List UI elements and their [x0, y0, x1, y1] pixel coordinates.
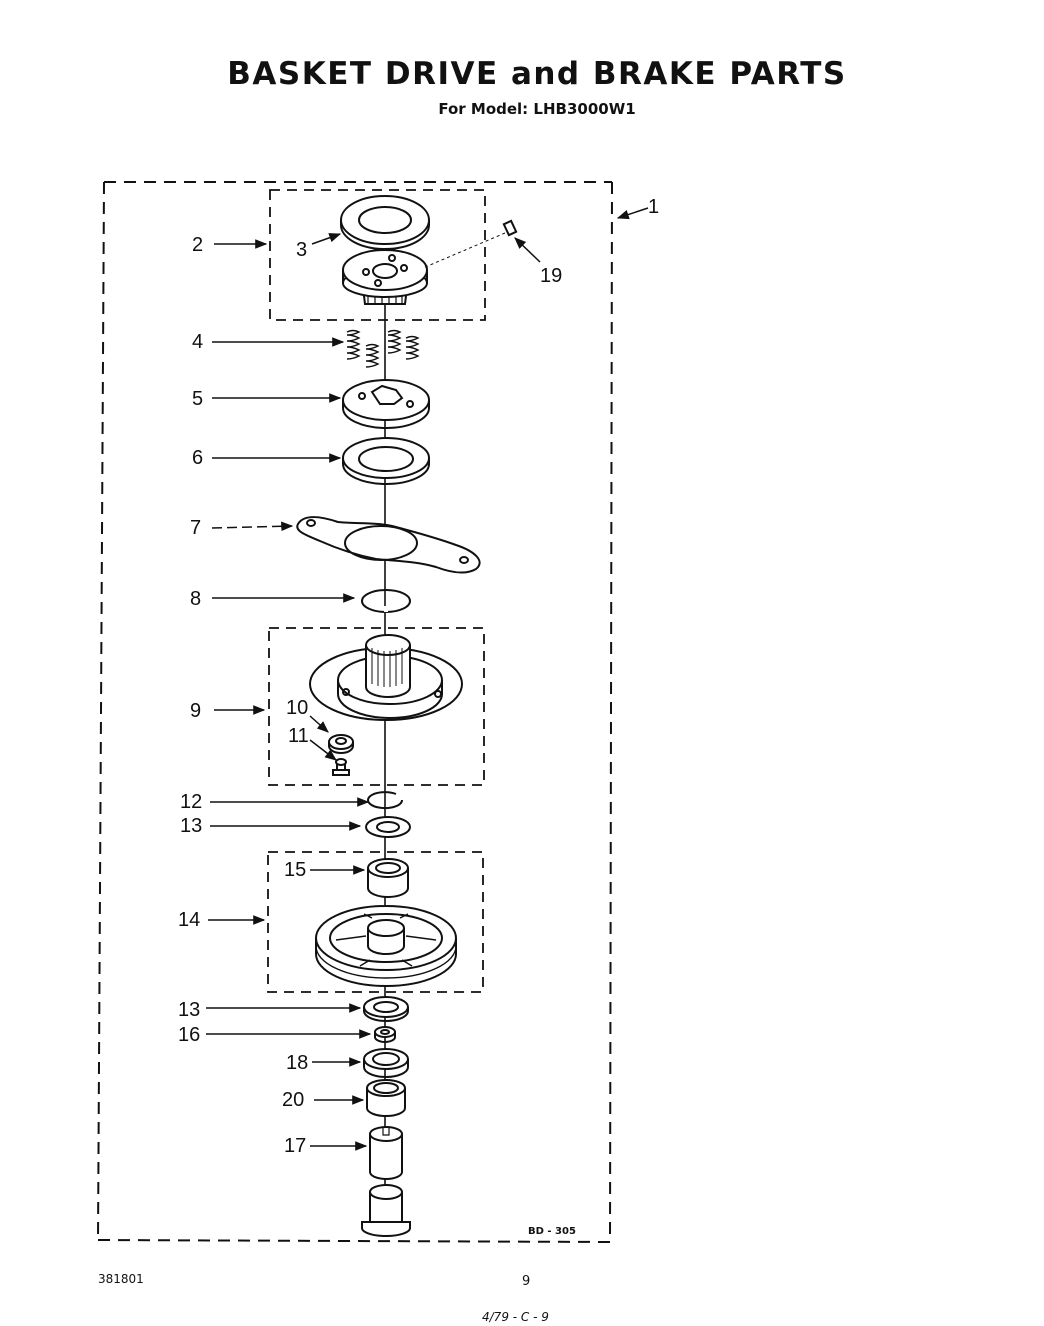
sub-assembly-box-2	[269, 189, 486, 321]
part-17-sleeve	[369, 1126, 403, 1180]
label-14: 14	[178, 909, 201, 931]
leader-3	[311, 233, 342, 245]
label-6: 6	[192, 447, 204, 469]
page-title: BASKET DRIVE and BRAKE PARTS	[227, 56, 847, 92]
part-15-bearing	[367, 858, 409, 898]
part-7-bracket	[296, 516, 481, 574]
assembly-frame	[97, 181, 613, 1243]
leader-1	[616, 207, 649, 220]
part-11-screw	[332, 758, 350, 776]
label-13-upper: 13	[180, 815, 203, 837]
label-7: 7	[190, 517, 202, 539]
part-9-brake-drum	[309, 634, 463, 721]
label-20: 20	[282, 1089, 305, 1111]
part-19-pin	[422, 219, 518, 269]
part-14-pulley	[315, 905, 457, 987]
part-8-snap-ring	[361, 589, 411, 613]
sub-assembly-box-14	[267, 851, 484, 993]
part-4-springs	[346, 329, 420, 368]
part-13-washer-upper	[365, 816, 411, 838]
label-3: 3	[296, 239, 308, 261]
label-4: 4	[192, 331, 204, 353]
part-2-hub	[342, 249, 428, 305]
label-10: 10	[286, 697, 309, 719]
part-18-seal	[363, 1048, 409, 1078]
part-20-bearing	[366, 1079, 406, 1117]
part-12-ring	[367, 791, 404, 810]
label-17: 17	[284, 1135, 307, 1157]
label-16: 16	[178, 1024, 201, 1046]
label-5: 5	[192, 388, 204, 410]
sub-assembly-box-9	[268, 627, 485, 786]
page-number: 9	[522, 1274, 531, 1289]
label-11: 11	[288, 725, 309, 747]
label-19: 19	[540, 265, 563, 287]
handwritten-note: 4/79 - C - 9	[482, 1310, 549, 1324]
part-5-plate	[342, 379, 430, 429]
part-6-ring	[342, 437, 430, 485]
leader-10	[309, 715, 329, 733]
label-9: 9	[190, 700, 202, 722]
label-12: 12	[180, 791, 203, 813]
part-3-washer	[340, 195, 430, 250]
bottom-tube	[361, 1184, 411, 1237]
model-subtitle: For Model: LHB3000W1	[438, 100, 636, 118]
leader-11	[309, 739, 337, 761]
label-8: 8	[190, 588, 202, 610]
leader-7	[211, 521, 294, 532]
part-16-nut	[374, 1026, 396, 1043]
label-2: 2	[192, 234, 204, 256]
label-18: 18	[286, 1052, 309, 1074]
label-15: 15	[284, 859, 307, 881]
part-13-washer-lower	[363, 996, 409, 1022]
part-10-washer	[328, 734, 354, 754]
label-13-lower: 13	[178, 999, 201, 1021]
label-1: 1	[648, 196, 660, 218]
diagram-code: BD - 305	[528, 1226, 576, 1237]
leader-19	[514, 237, 541, 263]
document-number: 381801	[98, 1272, 144, 1286]
